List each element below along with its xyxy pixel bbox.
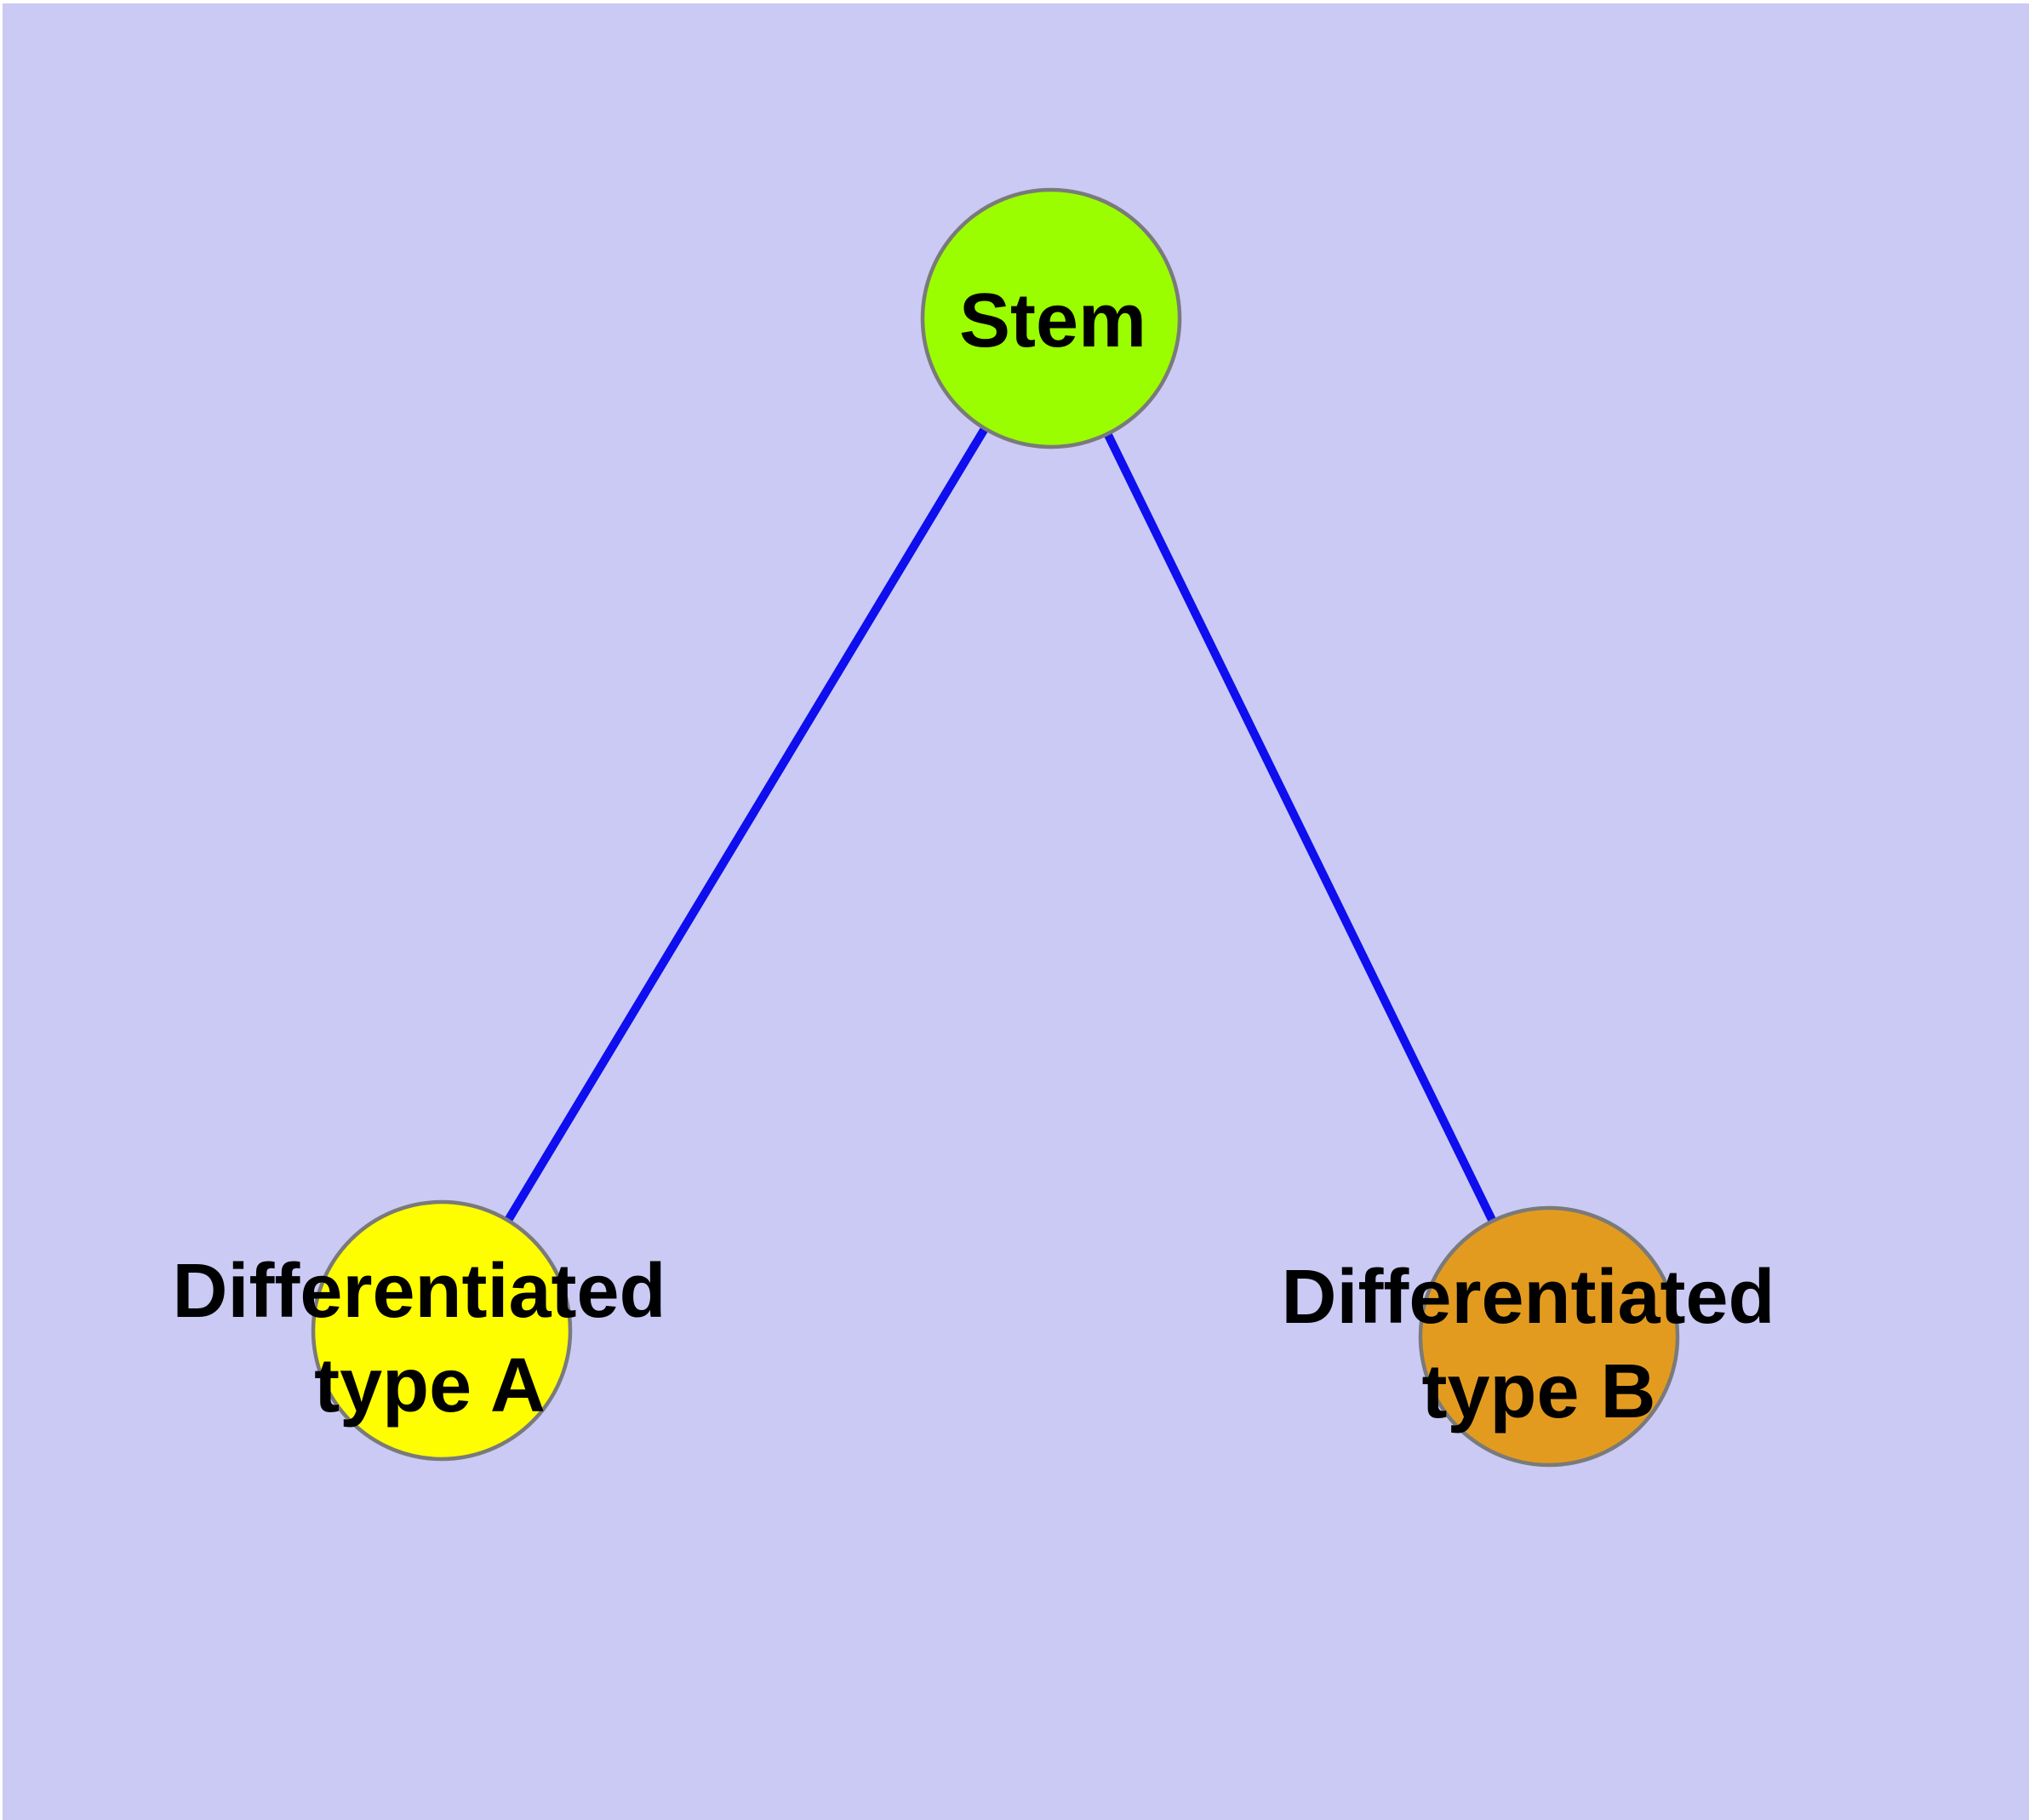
edge-stem-to-type-a	[437, 316, 1055, 1333]
node-stem	[920, 187, 1182, 449]
node-type-b-label-line2: type B	[1421, 1349, 1655, 1434]
node-differentiated-type-a	[311, 1199, 573, 1462]
node-type-b-label: Differentiated type B	[1281, 1255, 1796, 1434]
node-type-a-label-line2: type A	[314, 1343, 546, 1428]
node-type-b-label-line1: Differentiated	[1281, 1255, 1775, 1340]
node-type-a-label: Differentiated type A	[172, 1249, 687, 1428]
node-stem-label: Stem	[959, 278, 1146, 363]
node-differentiated-type-b	[1418, 1205, 1680, 1468]
edge-stem-to-type-b	[1047, 316, 1553, 1339]
node-type-a-label-line1: Differentiated	[172, 1249, 666, 1334]
